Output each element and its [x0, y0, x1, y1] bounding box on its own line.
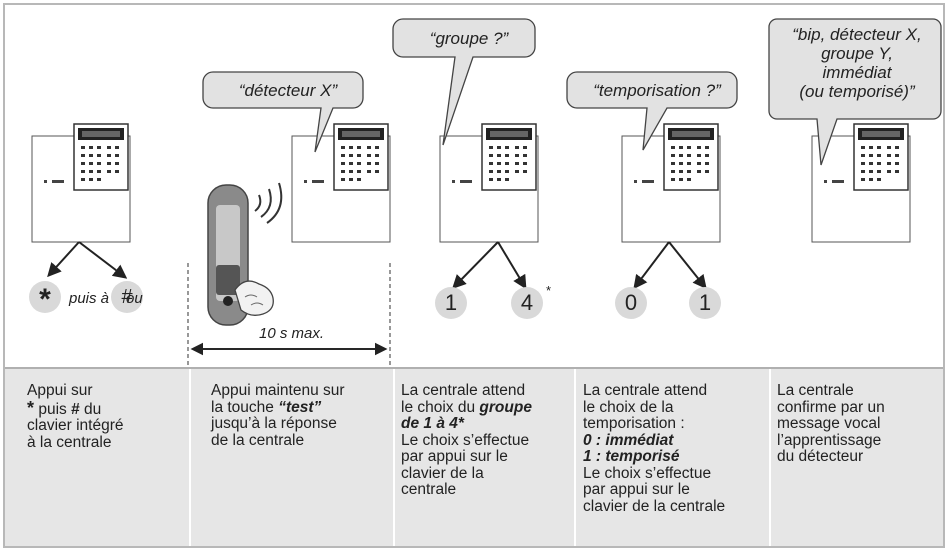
horizontal-divider	[5, 367, 943, 369]
key-0-temporisation: 0	[615, 287, 647, 319]
illustration-area: “détecteur X” “groupe ?” “temporisation …	[5, 5, 943, 369]
control-panel-2	[291, 123, 391, 243]
bubble-text-detecteur: “détecteur X”	[238, 81, 338, 100]
description-step-1: Appui sur * puis # du clavier intégré à …	[27, 382, 124, 451]
column-divider-3	[574, 369, 576, 546]
signal-waves-icon	[254, 182, 283, 224]
illustration-svg	[31, 18, 942, 367]
key-1-temporisation: 1	[689, 287, 721, 319]
description-step-4: La centrale attend le choix de la tempor…	[583, 382, 726, 515]
hand-icon	[234, 280, 274, 316]
bubble-line-3: immédiat	[822, 63, 892, 82]
bubble-line-1: “bip, détecteur X,	[792, 25, 922, 44]
figure-frame: “détecteur X” “groupe ?” “temporisation …	[3, 3, 945, 548]
puis-a-label: puis à	[69, 290, 110, 307]
control-panel-4	[621, 123, 721, 243]
bubble-line-2: groupe Y,	[821, 44, 893, 63]
bubble-line-4: (ou temporisé)”	[799, 82, 915, 101]
speech-bubble-3	[392, 18, 536, 146]
key-1-groupe: 1	[435, 287, 467, 319]
column-divider-4	[769, 369, 771, 546]
description-step-2: Appui maintenu sur la touche “test” jusq…	[211, 382, 345, 449]
description-step-3: La centrale attend le choix du groupe de…	[401, 382, 532, 498]
star-key: *	[29, 281, 61, 316]
control-panel-1	[31, 123, 131, 243]
description-step-5: La centrale confirme par un message voca…	[777, 382, 885, 465]
control-panel-3	[439, 123, 539, 243]
column-divider-1	[189, 369, 191, 546]
ou-label: ou	[126, 290, 143, 307]
asterisk-note: *	[546, 283, 552, 298]
bubble-text-confirmation: “bip, détecteur X, groupe Y, immédiat (o…	[773, 25, 941, 101]
key-4-groupe: 4	[511, 287, 543, 319]
bubble-text-temporisation: “temporisation ?”	[593, 81, 721, 100]
bubble-text-groupe: “groupe ?”	[429, 29, 509, 48]
speech-bubble-2	[202, 71, 364, 153]
hash-key: #	[111, 281, 143, 313]
speech-bubble-4	[566, 71, 738, 151]
column-divider-2	[393, 369, 395, 546]
speech-bubble-5	[768, 18, 942, 166]
timing-label: 10 s max.	[259, 325, 325, 342]
description-band: Appui sur * puis # du clavier intégré à …	[5, 369, 943, 546]
